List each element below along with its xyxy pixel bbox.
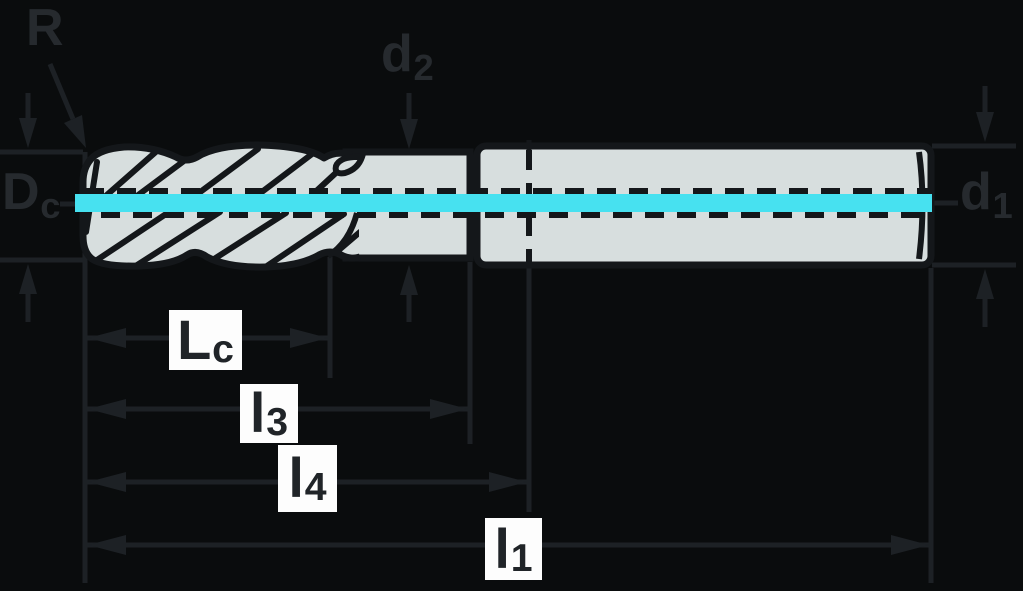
tool-body xyxy=(75,140,935,271)
radius-leader-arrowhead xyxy=(64,115,86,148)
center-axis xyxy=(75,188,932,218)
d2-top-arrowhead xyxy=(400,119,418,149)
d2-bottom-arrowhead xyxy=(400,265,418,295)
dc-bottom-arrowhead xyxy=(19,264,37,294)
flute-runout-curl xyxy=(332,153,367,177)
l3-right-arrow xyxy=(430,399,468,419)
l1-left-arrow xyxy=(88,535,126,555)
flute-runout-lower-curve xyxy=(326,212,360,259)
center-axis-highlight xyxy=(75,194,932,212)
radius-leader-shaft xyxy=(47,63,76,120)
dc-top-arrowhead xyxy=(19,118,37,148)
d1-bottom-arrowhead xyxy=(976,269,994,299)
diameter-arrows xyxy=(19,63,994,327)
l4-right-arrow xyxy=(489,472,527,492)
lc-right-arrow xyxy=(290,328,328,348)
radius-label: R xyxy=(26,2,64,54)
radius-label-text: R xyxy=(26,0,64,57)
dimension-arrowheads xyxy=(88,328,929,555)
l4-left-arrow xyxy=(88,472,126,492)
d1-top-arrowhead xyxy=(976,112,994,142)
flute-helix-lines xyxy=(83,146,359,268)
l1-right-arrow xyxy=(891,535,929,555)
lc-left-arrow xyxy=(88,328,126,348)
l3-left-arrow xyxy=(88,399,126,419)
flute-outline xyxy=(79,141,362,271)
